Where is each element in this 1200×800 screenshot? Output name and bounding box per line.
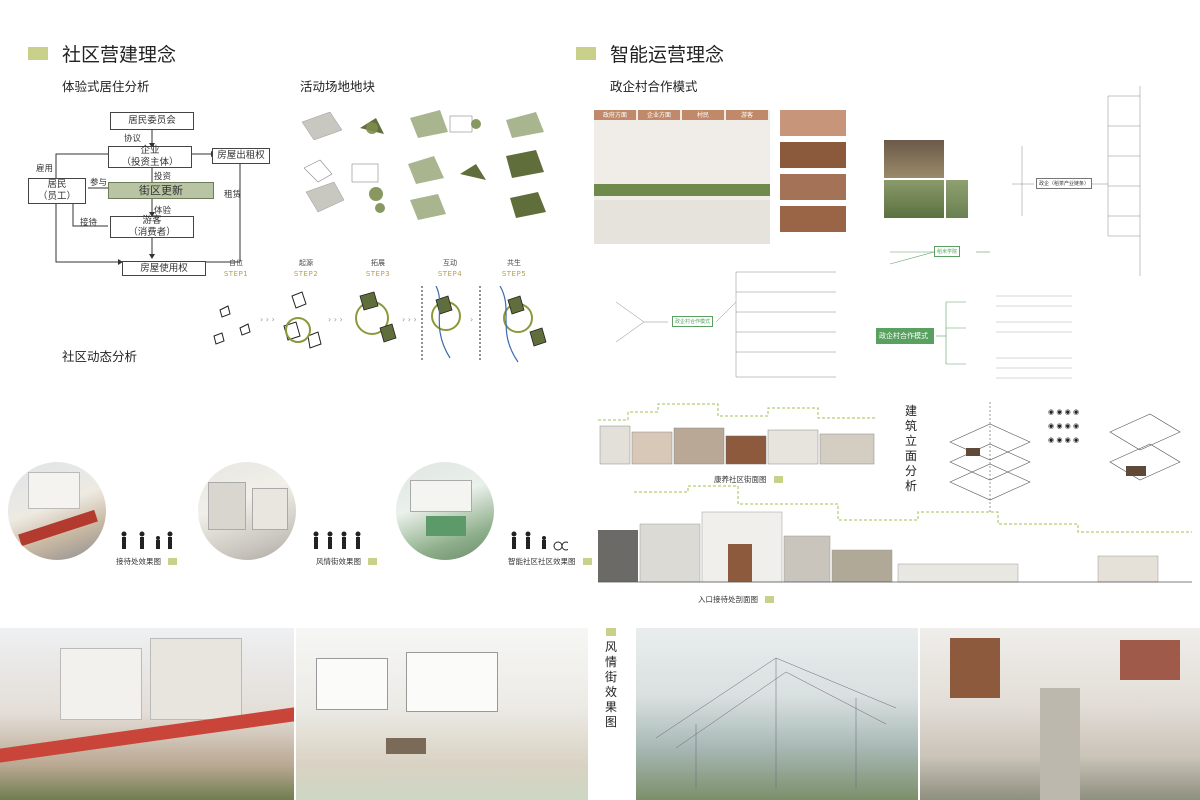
bottom-left-effect-1 xyxy=(0,628,294,800)
rice-photo-2 xyxy=(884,180,944,218)
activity-subtitle: 活动场地地块 xyxy=(300,79,376,94)
coop-model-node xyxy=(876,328,934,344)
resident-box: 居民 （员工） xyxy=(28,178,86,204)
step2-number: STEP2 xyxy=(293,270,319,278)
smart-community-circle xyxy=(396,462,494,560)
step3-label: 拓展 xyxy=(371,259,385,267)
cards-green-bar xyxy=(594,184,770,196)
step3-number: STEP3 xyxy=(365,270,391,278)
entrance-section-caption: 入口接待处剖面图 xyxy=(698,594,774,605)
svg-text:› › ›: › › › xyxy=(328,315,343,324)
health-community-elevation xyxy=(598,400,876,466)
label-participate: 参与 xyxy=(90,178,108,188)
dynamic-subtitle: 社区动态分析 xyxy=(62,349,138,364)
rice-college-branches xyxy=(890,251,990,265)
street-caption: 风情街效果图 xyxy=(316,556,377,567)
greenhouse-lines xyxy=(655,657,897,788)
axonometric-drawing: ◉ ◉ ◉ ◉ ◉ ◉ ◉ ◉ ◉ ◉ ◉ ◉ xyxy=(949,402,1181,512)
svg-text:◉ ◉ ◉ ◉: ◉ ◉ ◉ ◉ xyxy=(1048,422,1079,430)
caption-marker xyxy=(168,558,177,565)
label-rent: 租赁 xyxy=(224,190,242,200)
coop-detail-branches xyxy=(936,295,1072,379)
steps-diagram: 自位 STEP1 起源 STEP2 拓展 STEP3 互动 STEP4 共生 S… xyxy=(200,258,550,368)
caption-marker xyxy=(765,596,774,603)
coop-mindmap: 政企村合作模式 xyxy=(596,262,846,382)
mindmap-center-node: 政企村合作模式 xyxy=(672,316,714,327)
card-header-villager: 村民 xyxy=(682,110,724,120)
step2-label: 起源 xyxy=(299,259,313,267)
bottom-right-effect-1 xyxy=(636,628,918,800)
svg-text:› › ›: › › › xyxy=(402,315,417,324)
elevation-drawing-1 xyxy=(598,403,876,465)
rice-photo-1 xyxy=(884,140,944,178)
exploded-axonometric: ◉ ◉ ◉ ◉ ◉ ◉ ◉ ◉ ◉ ◉ ◉ ◉ xyxy=(930,402,1192,520)
street-effect-vertical: 风情街效果图 xyxy=(604,640,617,729)
renewal-box: 街区更新 xyxy=(108,182,214,199)
health-elevation-caption: 康养社区街面图 xyxy=(714,474,783,485)
card-header-enterprise: 企业方面 xyxy=(638,110,680,120)
coop-subtitle: 政企村合作模式 xyxy=(610,79,698,94)
street-vertical-marker xyxy=(606,628,616,636)
enterprise-box: 企业 （投资主体） xyxy=(108,145,192,168)
section-marker xyxy=(576,47,596,60)
caption-marker xyxy=(773,476,783,483)
tourist-box: 游客 （消费者） xyxy=(110,215,194,238)
street-effect-circle xyxy=(198,462,296,560)
coop-cards-block: 政府方面 企业方面 村民 游客 xyxy=(594,110,770,244)
svg-text:› › ›: › › › xyxy=(260,315,275,324)
bottom-right-effect-2 xyxy=(920,628,1200,800)
label-employ: 雇用 xyxy=(36,164,54,174)
card-header-tourist: 游客 xyxy=(726,110,768,120)
left-section-title: 社区营建理念 xyxy=(28,40,176,67)
brown-stack xyxy=(780,110,846,244)
elevation-analysis-vertical: 建筑立面分析 xyxy=(904,404,917,493)
svg-text:◉ ◉ ◉ ◉: ◉ ◉ ◉ ◉ xyxy=(1048,436,1079,444)
step1-label: 自位 xyxy=(229,259,243,267)
step5-label: 共生 xyxy=(507,259,521,267)
residence-flow-diagram: 居民委员会 企业 （投资主体） 居民 （员工） 街区更新 游客 （消费者） 房屋… xyxy=(28,108,288,280)
caption-marker xyxy=(582,558,592,565)
activity-plots-grid xyxy=(300,104,556,232)
experience-subtitle: 体验式居住分析 xyxy=(62,79,150,94)
svg-text:›: › xyxy=(470,315,473,324)
cards-lower-area xyxy=(594,200,770,244)
coop-model-label: 政企村合作模式 xyxy=(879,332,928,340)
rice-college-node: 稻米学院 xyxy=(934,246,961,257)
industry-mindmap: 政企（稻茶产业链条） xyxy=(1012,86,1192,276)
reception-effect-circle xyxy=(8,462,106,560)
coop-detail-mindmap: 政企村合作模式 xyxy=(876,292,1072,386)
rice-photo-3 xyxy=(946,180,968,218)
label-invest: 投资 xyxy=(154,172,172,182)
people-silhouettes-3 xyxy=(511,531,568,551)
label-experience: 体验 xyxy=(154,206,172,216)
mindmap-branches xyxy=(615,271,836,378)
step1-number: STEP1 xyxy=(223,270,249,278)
tea-industry-node: 政企（稻茶产业链条） xyxy=(1036,178,1093,189)
svg-text:◉ ◉ ◉ ◉: ◉ ◉ ◉ ◉ xyxy=(1048,408,1079,416)
people-silhouettes-1 xyxy=(121,531,173,549)
steps-sketches: › › › › › › › › › › xyxy=(213,286,547,363)
people-silhouettes-2 xyxy=(313,531,361,549)
rental-right-box: 房屋出租权 xyxy=(212,148,270,164)
bottom-left-effect-2 xyxy=(296,628,588,800)
entrance-section-elevation xyxy=(598,484,1192,586)
industry-branches xyxy=(1012,86,1141,276)
card-header-government: 政府方面 xyxy=(594,110,636,120)
elevation-drawing-2 xyxy=(598,485,1192,583)
step5-number: STEP5 xyxy=(501,270,527,278)
site-plots-drawing xyxy=(301,110,546,220)
reception-caption: 接待处效果图 xyxy=(116,556,177,567)
smart-caption: 智能社区社区效果图 xyxy=(508,556,592,567)
right-section-title: 智能运营理念 xyxy=(576,40,724,67)
rice-college-group: 稻米学院 xyxy=(890,240,990,274)
label-reception: 接待 xyxy=(80,218,98,228)
usage-right-box: 房屋使用权 xyxy=(122,261,206,276)
step4-label: 互动 xyxy=(443,259,457,267)
label-agreement: 协议 xyxy=(124,134,142,144)
step4-number: STEP4 xyxy=(437,270,463,278)
caption-marker xyxy=(368,558,377,565)
committee-box: 居民委员会 xyxy=(110,112,194,130)
section-marker xyxy=(28,47,48,60)
